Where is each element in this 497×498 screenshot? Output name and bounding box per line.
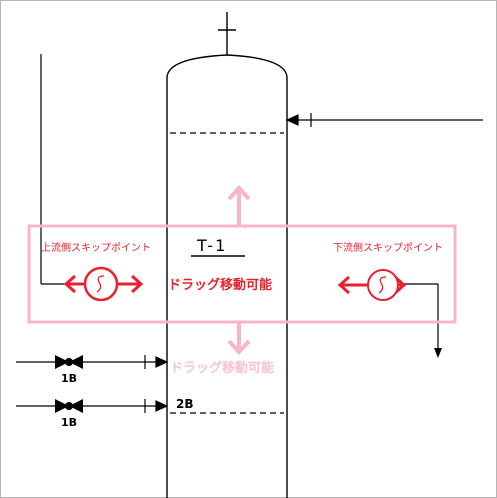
feed-inlet-line[interactable] bbox=[285, 113, 483, 127]
drag-hint-ghost-text: ドラッグ移動可能 bbox=[170, 360, 274, 376]
top-nozzle[interactable] bbox=[218, 12, 236, 55]
upstream-skip-point[interactable] bbox=[63, 266, 144, 302]
nozzle-2b-label: 2B bbox=[176, 397, 194, 411]
downstream-skip-point-circle bbox=[367, 269, 399, 301]
gate-valve-1[interactable] bbox=[55, 355, 83, 369]
valve-2-label: 1B bbox=[61, 416, 77, 429]
gate-valve-2[interactable] bbox=[55, 399, 83, 413]
selection-box[interactable] bbox=[27, 224, 457, 324]
drag-arrow-up[interactable] bbox=[227, 185, 251, 226]
drag-hint-text: ドラッグ移動可能 bbox=[168, 277, 272, 293]
upstream-skip-point-label: 上流側スキップポイント bbox=[41, 241, 151, 254]
tower-tag: T-1 bbox=[196, 236, 227, 255]
valve-line-1[interactable] bbox=[16, 355, 169, 369]
upstream-skip-point-circle bbox=[83, 266, 119, 302]
drag-arrow-down[interactable] bbox=[227, 322, 251, 355]
downstream-skip-point-label: 下流側スキップポイント bbox=[333, 241, 443, 254]
valve-1-label: 1B bbox=[61, 372, 77, 385]
downstream-skip-point-glyph bbox=[378, 276, 387, 294]
upstream-skip-point-glyph bbox=[96, 275, 105, 293]
downstream-skip-point[interactable] bbox=[337, 269, 407, 301]
valve-line-2[interactable] bbox=[16, 399, 169, 413]
